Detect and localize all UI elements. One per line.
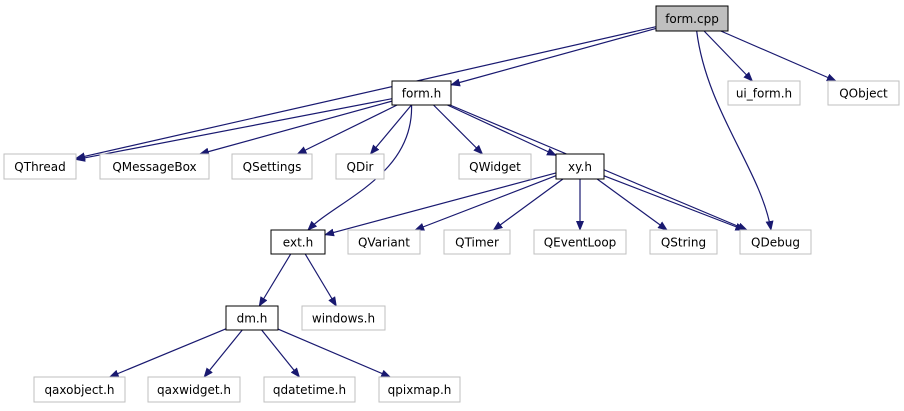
node-label: qdatetime.h <box>273 383 346 397</box>
node-box <box>347 229 421 255</box>
edge-form-h-to-qthread <box>75 98 393 162</box>
node-box <box>99 153 210 180</box>
node-qmessagebox[interactable]: QMessageBox <box>99 153 210 180</box>
node-label: QMessageBox <box>112 160 196 174</box>
node-qdatetime-h[interactable]: qdatetime.h <box>263 376 356 403</box>
node-qsettings[interactable]: QSettings <box>231 153 313 180</box>
node-label: QDir <box>347 160 374 174</box>
node-qaxobject-h[interactable]: qaxobject.h <box>33 376 126 403</box>
node-label: QEventLoop <box>544 236 617 250</box>
node-qthread[interactable]: QThread <box>3 153 77 180</box>
node-box <box>263 376 356 403</box>
edge-ext-h-to-dm-h <box>258 253 292 307</box>
edge-form-cpp-to-qobject <box>720 30 837 82</box>
node-box <box>727 80 801 106</box>
node-box <box>649 229 718 255</box>
node-windows-h[interactable]: windows.h <box>301 305 386 331</box>
node-label: form.cpp <box>665 12 719 26</box>
edge-form-cpp-to-form-h <box>450 27 657 87</box>
node-label: qpixmap.h <box>388 383 452 397</box>
node-box <box>270 229 326 255</box>
edge-form-h-to-qdir <box>369 104 412 155</box>
node-label: dm.h <box>237 312 268 326</box>
node-label: QObject <box>839 87 888 101</box>
edge-dm-h-to-qdatetime-h <box>261 329 301 378</box>
node-box <box>533 229 627 255</box>
node-xy-h[interactable]: xy.h <box>555 153 605 180</box>
node-box <box>391 80 452 106</box>
edge-xy-h-to-ext-h <box>324 172 557 237</box>
node-box <box>147 376 241 403</box>
node-qdir[interactable]: QDir <box>335 153 385 180</box>
node-box <box>827 80 900 106</box>
node-box <box>458 153 532 180</box>
node-qaxwidget-h[interactable]: qaxwidget.h <box>147 376 241 403</box>
node-qpixmap-h[interactable]: qpixmap.h <box>378 376 461 403</box>
node-label: ext.h <box>283 236 313 250</box>
node-ui-form-h[interactable]: ui_form.h <box>727 80 801 106</box>
edge-xy-h-to-qvariant <box>414 175 557 231</box>
node-box <box>301 305 386 331</box>
edge-form-h-to-ext-h <box>307 104 413 231</box>
node-box <box>33 376 126 403</box>
node-label: QSettings <box>243 160 302 174</box>
node-box <box>443 229 511 255</box>
edges-layer <box>75 26 837 378</box>
edge-form-cpp-to-qdebug <box>696 30 774 231</box>
node-box <box>555 153 605 180</box>
node-box <box>3 153 77 180</box>
node-qeventloop[interactable]: QEventLoop <box>533 229 627 255</box>
edge-xy-h-to-qstring <box>596 178 668 231</box>
edge-dm-h-to-qaxwidget-h <box>203 329 243 378</box>
node-qwidget[interactable]: QWidget <box>458 153 532 180</box>
node-dm-h[interactable]: dm.h <box>225 305 279 331</box>
node-label: QVariant <box>358 236 410 250</box>
node-form-cpp[interactable]: form.cpp <box>655 5 729 32</box>
node-ext-h[interactable]: ext.h <box>270 229 326 255</box>
edge-form-h-to-xy-h <box>447 104 557 156</box>
node-box <box>225 305 279 331</box>
node-qtimer[interactable]: QTimer <box>443 229 511 255</box>
edge-dm-h-to-qpixmap-h <box>277 328 392 378</box>
edge-xy-h-to-qtimer <box>492 178 564 231</box>
node-qdebug[interactable]: QDebug <box>739 229 812 255</box>
node-box <box>335 153 385 180</box>
edge-form-h-to-qwidget <box>433 104 484 155</box>
node-label: QWidget <box>469 160 521 174</box>
node-qstring[interactable]: QString <box>649 229 718 255</box>
node-label: qaxobject.h <box>44 383 114 397</box>
node-label: xy.h <box>568 160 592 174</box>
edge-form-cpp-to-ui-form-h <box>703 30 754 82</box>
node-box <box>378 376 461 403</box>
node-label: QString <box>661 236 706 250</box>
node-label: windows.h <box>312 312 375 326</box>
node-label: ui_form.h <box>736 87 792 101</box>
edge-form-cpp-to-qthread <box>75 26 657 161</box>
edge-ext-h-to-windows-h <box>304 253 337 307</box>
node-label: QTimer <box>455 236 499 250</box>
edge-xy-h-to-qdebug <box>603 175 746 231</box>
node-qobject[interactable]: QObject <box>827 80 900 106</box>
node-label: QThread <box>14 160 65 174</box>
node-form-h[interactable]: form.h <box>391 80 452 106</box>
node-box <box>231 153 313 180</box>
edge-form-h-to-qmessagebox <box>198 100 393 156</box>
edge-form-h-to-qsettings <box>296 104 398 155</box>
node-qvariant[interactable]: QVariant <box>347 229 421 255</box>
edge-dm-h-to-qaxobject-h <box>108 328 227 378</box>
node-box <box>739 229 812 255</box>
node-label: qaxwidget.h <box>157 383 231 397</box>
node-label: QDebug <box>751 236 800 250</box>
node-label: form.h <box>402 87 441 101</box>
node-box <box>655 5 729 32</box>
